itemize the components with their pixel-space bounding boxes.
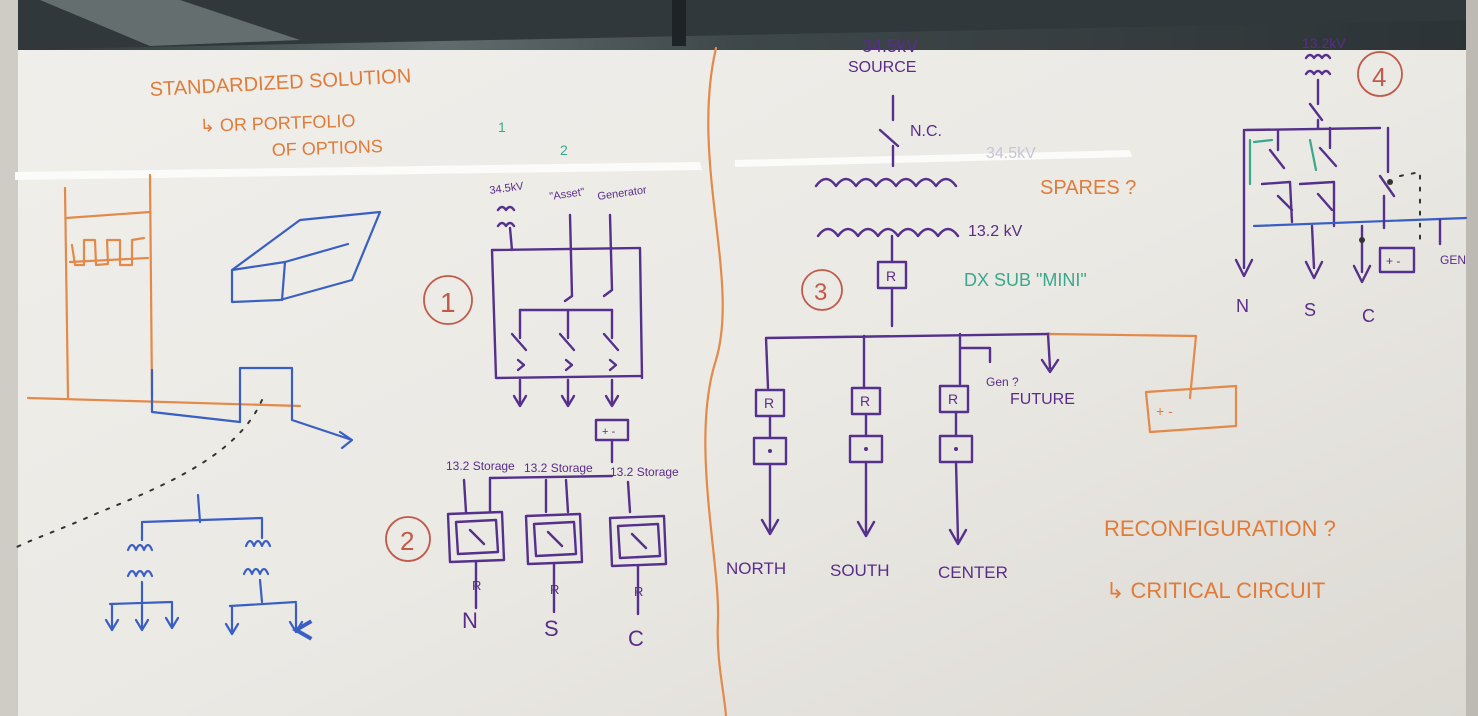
subtitle-line2: OF OPTIONS [271,136,383,160]
feeder-south: SOUTH [830,561,890,580]
diagram4-feeder-n: N [1236,296,1249,316]
dx-sub-label: DX SUB "MINI" [964,270,1087,290]
diagram4-circle [1357,51,1403,97]
diagram1-circle [423,275,473,325]
south-r: R [860,393,870,409]
diagram4-feeder-s: S [1304,300,1316,320]
main-recloser-label: R [886,268,896,284]
storage-label-2: 13.2 Storage [524,461,593,475]
label-asset: "Asset" [549,186,586,203]
diagram4-switchgear: + - [1234,78,1468,284]
spares-label: SPARES ? [1040,177,1136,199]
diagram4-gen: GEN [1440,253,1466,267]
diagram4-feeder-c: C [1362,306,1375,326]
svg-text:+ -: + - [602,426,615,438]
diagram3-bus [764,286,1198,400]
divider-line [704,46,728,716]
diagram4-kv: 13.2kV [1302,35,1346,51]
diagram2-circle [385,516,431,562]
transformer-tree-sketch [104,493,302,634]
future-battery: + - [1144,384,1238,434]
diagram2-battery: + - [488,418,630,480]
feeder-n: N [462,608,478,633]
teal-two: 2 [560,142,568,158]
source-switch [878,94,900,168]
light-reflection [15,162,702,180]
future-label: FUTURE [1010,391,1075,408]
diagram1-number: 1 [440,287,456,318]
r-mark-c: R [634,584,643,599]
source-label: SOURCE [848,59,916,76]
diagram1-switchgear [490,205,644,408]
r-mark-n: R [472,578,481,593]
critical-circuit-note: ↳ CRITICAL CIRCUIT [1106,578,1325,603]
feeder-c: C [628,626,644,651]
secondary-winding [816,227,960,238]
diagram3-feeder-lines [752,410,974,546]
diagram2-breakers [446,476,668,616]
diagram3-number: 3 [814,279,827,306]
center-recloser [938,384,970,414]
conduit-arrow [150,366,354,450]
nc-label: N.C. [910,123,942,140]
feeder-north: NORTH [726,559,786,578]
label-34kv-1: 34.5kV [489,180,525,197]
diagram2-number: 2 [400,526,414,556]
north-r: R [764,395,774,411]
enclosure-box-sketch [230,210,382,304]
storage-label-1: 13.2 Storage [446,459,515,473]
center-r: R [948,391,958,407]
teal-one: 1 [498,119,506,135]
gen-question: Gen ? [986,375,1019,389]
feeder-s: S [544,616,559,641]
diagram4-battery: + - [1386,254,1400,268]
reconfiguration-note: RECONFIGURATION ? [1104,516,1336,541]
diagram3-circle [801,269,843,311]
svg-text:+ -: + - [1156,403,1173,419]
source-kv: 34.5kV [862,36,918,56]
storage-label-3: 13.2 Storage [610,465,679,479]
feeder-center: CENTER [938,563,1008,582]
diagram4-number: 4 [1372,62,1386,92]
r-mark-s: R [550,582,559,597]
faded-text: 34.5kV [986,145,1036,162]
building-sketch [26,173,302,408]
diagram4-transformer [1304,53,1332,76]
primary-winding [814,177,958,188]
kv-13-label: 13.2 kV [968,223,1023,240]
